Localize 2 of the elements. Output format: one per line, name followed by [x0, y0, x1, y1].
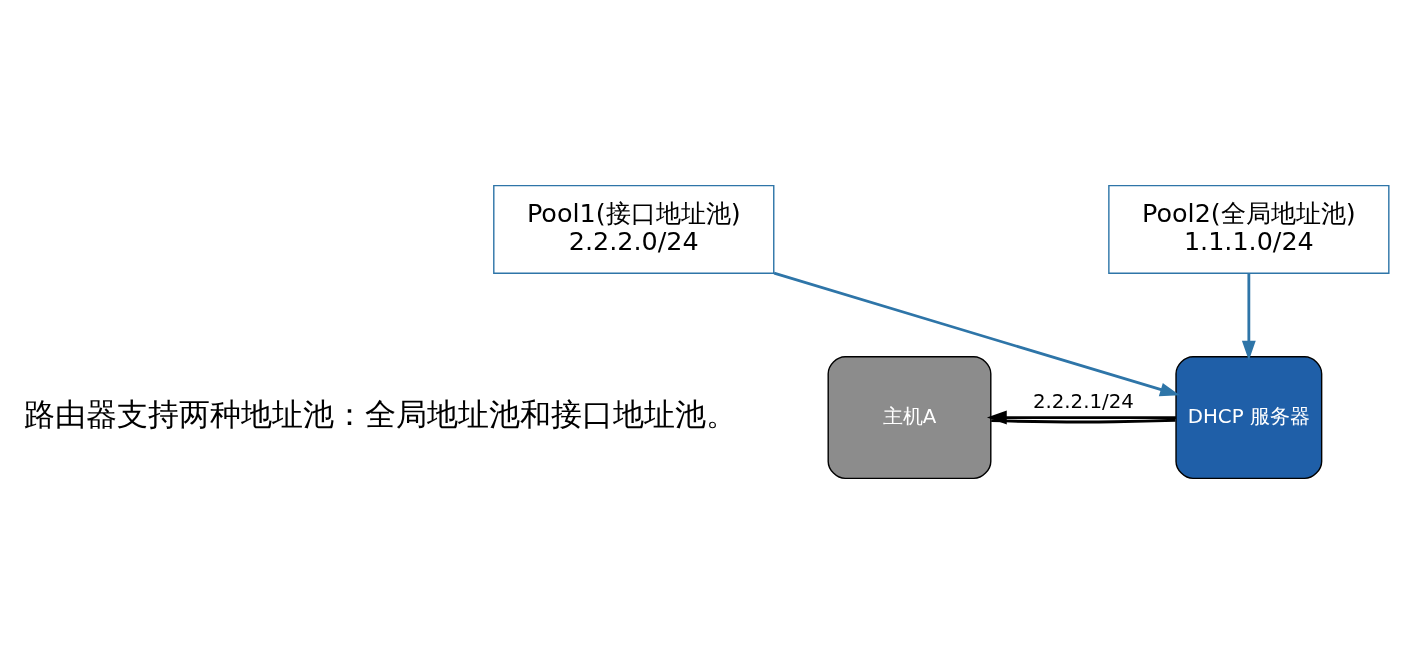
label: 路由器支持两种地址池：全局地址池和接口地址池。 [24, 396, 738, 433]
edge-label: 2.2.2.1/24 [1032, 389, 1134, 413]
